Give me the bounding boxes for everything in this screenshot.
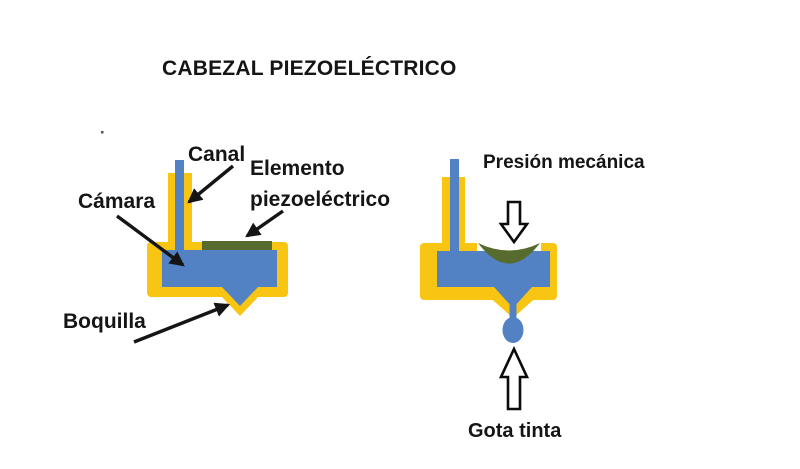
pressure-down-arrow-icon	[498, 200, 530, 245]
left-printhead	[147, 160, 288, 316]
presion-mecanica-label: Presión mecánica	[483, 152, 645, 173]
membrane-gap	[477, 242, 541, 252]
left-chamber	[162, 250, 277, 287]
boquilla-pointer-arrow	[133, 302, 231, 344]
ink-drop	[502, 317, 524, 343]
elemento-pointer-arrow	[245, 209, 284, 238]
right-piezo-element-flexed	[478, 243, 540, 264]
camara-pointer-arrow	[115, 214, 185, 267]
right-printhead	[420, 159, 557, 343]
canal-label: Canal	[188, 143, 246, 166]
elemento-label-line2: piezoeléctrico	[250, 188, 391, 211]
boquilla-label: Boquilla	[63, 310, 146, 333]
gota-tinta-label: Gota tinta	[468, 420, 562, 442]
left-channel-tube	[175, 160, 184, 255]
stray-dot	[101, 131, 104, 134]
drop-up-arrow-icon	[498, 345, 530, 411]
camara-label: Cámara	[78, 190, 156, 213]
right-nozzle-ink	[494, 287, 532, 308]
left-nozzle-ink	[222, 287, 258, 306]
canal-pointer-arrow	[187, 164, 235, 204]
right-nozzle-neck	[509, 298, 517, 318]
right-channel-tube	[450, 159, 459, 255]
diagram-title: CABEZAL PIEZOELÉCTRICO	[162, 57, 457, 80]
elemento-label-line1: Elemento	[250, 157, 345, 180]
left-piezo-element	[202, 241, 272, 250]
